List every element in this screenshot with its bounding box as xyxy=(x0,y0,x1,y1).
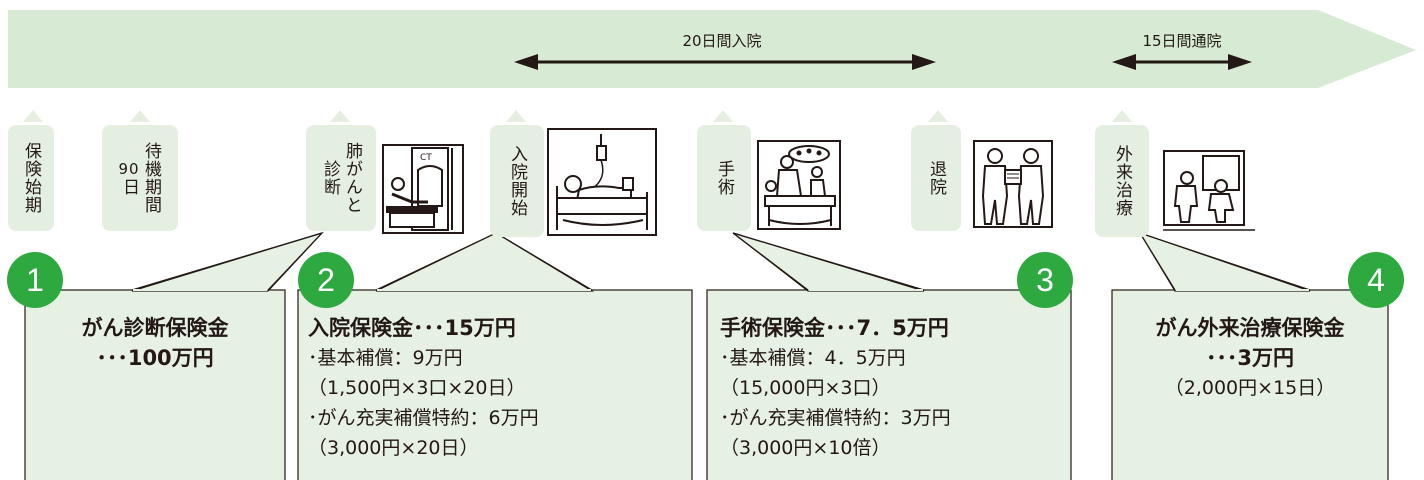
discharge-icon xyxy=(973,140,1053,228)
hospital-bed-icon xyxy=(547,128,657,236)
benefit-badge-3: 3 xyxy=(1017,252,1073,308)
benefit-2-line3: ･がん充実補償特約：6万円 xyxy=(308,407,539,429)
benefit-2-line2: （1,500円×3口×20日） xyxy=(308,377,526,399)
benefit-2-line1: ･基本補償：9万円 xyxy=(308,347,463,369)
benefit-2-title: 入院保険金･･･15万円 xyxy=(308,316,516,340)
benefit-4-title-line2: ･･･3万円 xyxy=(1205,346,1295,370)
event-markers xyxy=(23,110,1132,122)
timeline-band xyxy=(8,10,1416,88)
hospital-stay-arrow xyxy=(514,54,936,70)
callout-1-shape xyxy=(24,231,324,480)
benefit-3-line3: ･がん充実補償特約：3万円 xyxy=(720,407,951,429)
benefit-1-title-line2: ･･･100万円 xyxy=(96,346,214,370)
outpatient-arrow xyxy=(1112,54,1252,70)
benefit-2-text: 入院保険金･･･15万円 ･基本補償：9万円 （1,500円×3口×20日） ･… xyxy=(308,313,539,463)
benefit-3-text: 手術保険金･･･7．5万円 ･基本補償：4．5万円 （15,000円×3口） ･… xyxy=(720,313,951,463)
event-discharge: 退院 xyxy=(911,125,961,231)
ct-scan-icon: CT xyxy=(382,144,464,234)
event-lung-cancer-diagnosis: 肺がんと 診断 xyxy=(306,125,376,231)
benefit-3-line1: ･基本補償：4．5万円 xyxy=(720,347,906,369)
callout-3-shape xyxy=(706,232,1072,480)
benefit-badge-4: 4 xyxy=(1348,252,1404,308)
benefit-1-text: がん診断保険金 ･･･100万円 xyxy=(25,313,285,373)
benefit-3-line4: （3,000円×10倍） xyxy=(720,437,891,459)
benefit-4-line1: （2,000円×15日） xyxy=(1164,377,1336,399)
benefit-2-line4: （3,000円×20日） xyxy=(308,437,479,459)
benefit-3-title: 手術保険金･･･7．5万円 xyxy=(720,316,949,340)
outpatient-label: 15日間通院 xyxy=(1142,32,1221,50)
benefit-4-text: がん外来治療保険金 ･･･3万円 （2,000円×15日） xyxy=(1112,313,1388,403)
event-surgery: 手術 xyxy=(697,125,751,231)
event-outpatient-treatment: 外来治療 xyxy=(1095,125,1149,237)
benefit-3-line2: （15,000円×3口） xyxy=(720,377,891,399)
ct-label: CT xyxy=(420,153,432,163)
benefit-4-title-line1: がん外来治療保険金 xyxy=(1155,316,1345,340)
benefit-badge-1: 1 xyxy=(7,252,63,308)
surgery-icon xyxy=(757,140,841,230)
hospital-stay-label: 20日間入院 xyxy=(682,32,761,50)
benefit-1-title-line1: がん診断保険金 xyxy=(81,316,229,340)
benefit-badge-2: 2 xyxy=(298,252,354,308)
event-insurance-start: 保険始期 xyxy=(8,125,54,231)
outpatient-treatment-icon xyxy=(1163,150,1255,231)
event-admission: 入院開始 xyxy=(490,125,544,237)
event-waiting-period: 待機期間 90 日 xyxy=(102,125,178,231)
callout-2-shape xyxy=(297,232,693,480)
